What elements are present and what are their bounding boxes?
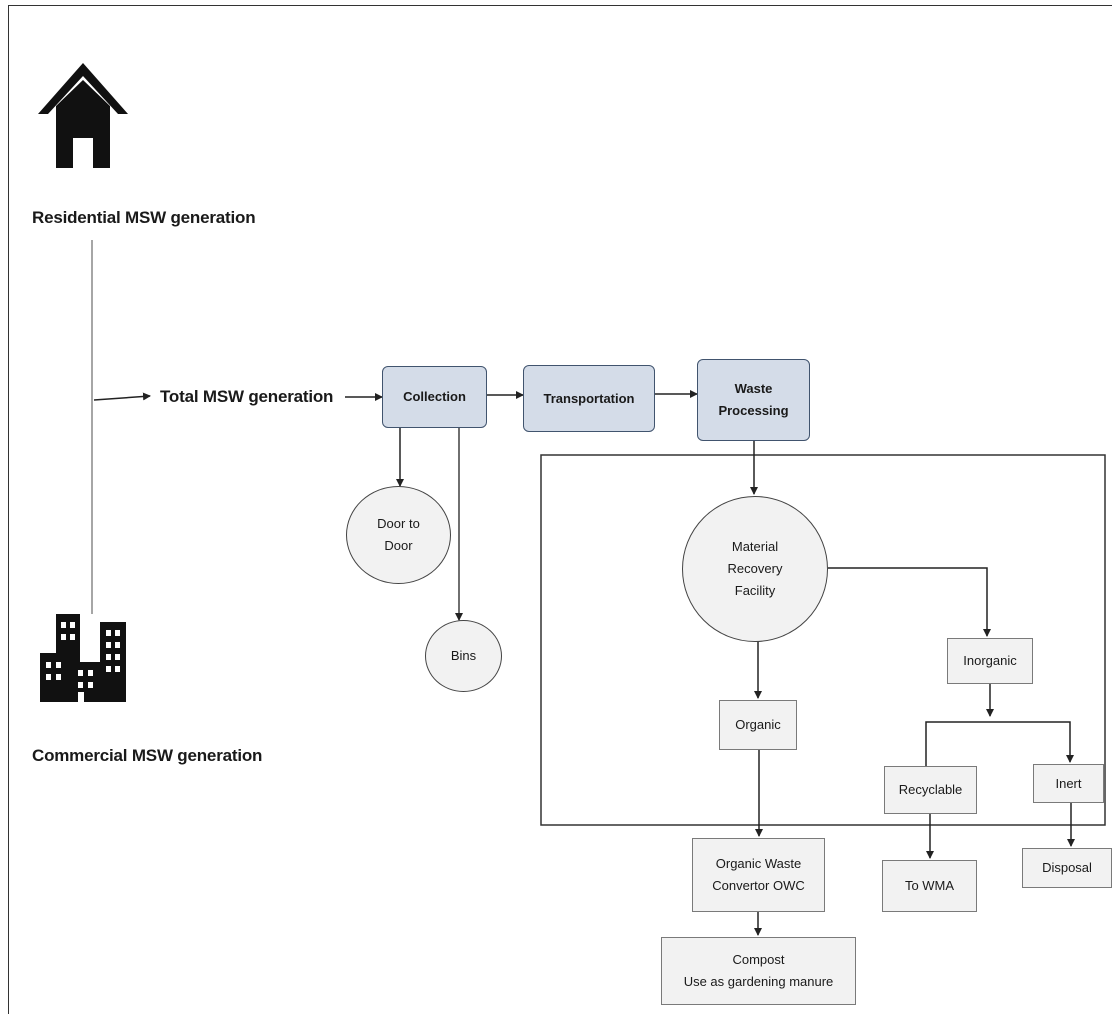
processing-enclosure [540, 454, 1106, 826]
commercial-label: Commercial MSW generation [32, 746, 263, 765]
recyclable-node: Recyclable [884, 766, 977, 814]
compost-node: Compost Use as gardening manure [661, 937, 856, 1005]
house-icon [38, 63, 128, 168]
transportation-node: Transportation [523, 365, 655, 432]
organic-node: Organic [719, 700, 797, 750]
buildings-icon [40, 614, 126, 702]
mrf-node: Material Recovery Facility [682, 496, 828, 642]
door-to-door-node: Door to Door [346, 486, 451, 584]
to-wma-node: To WMA [882, 860, 977, 912]
residential-label: Residential MSW generation [32, 208, 256, 227]
bins-node: Bins [425, 620, 502, 692]
inorganic-node: Inorganic [947, 638, 1033, 684]
inert-node: Inert [1033, 764, 1104, 803]
figure-frame [8, 5, 1112, 1014]
collection-node: Collection [382, 366, 487, 428]
waste-processing-node: Waste Processing [697, 359, 810, 441]
total-msw-label: Total MSW generation [160, 387, 334, 406]
owc-node: Organic Waste Convertor OWC [692, 838, 825, 912]
disposal-node: Disposal [1022, 848, 1112, 888]
